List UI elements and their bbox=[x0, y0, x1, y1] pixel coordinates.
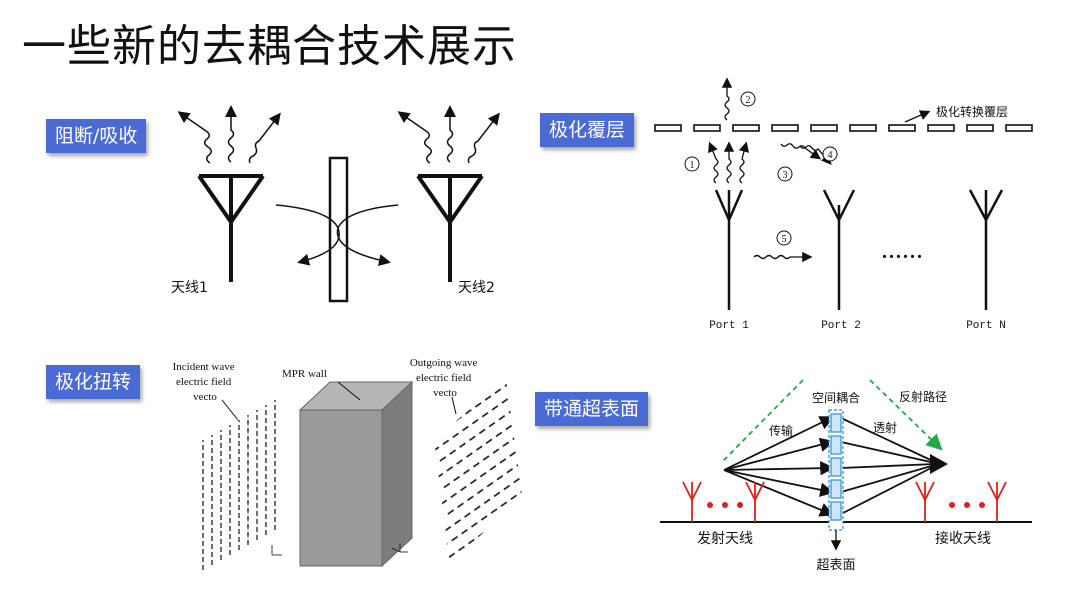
marker-5: 5 bbox=[782, 234, 787, 245]
antenna-1-waves bbox=[177, 105, 281, 164]
marker-2: 2 bbox=[746, 95, 751, 106]
mpr-wall-label: MPR wall bbox=[282, 368, 327, 380]
ellipsis: ...... bbox=[882, 241, 924, 263]
curved-arrow-right bbox=[336, 204, 399, 266]
conversion-layer-label: 极化转换覆层 bbox=[936, 104, 1008, 119]
badge-bandpass-metasurface: 带通超表面 bbox=[535, 392, 649, 426]
bandpass-metasurface-panel: 空间耦合 反射路径 传输 透射 超表面 bbox=[660, 379, 1032, 573]
marker-4: 4 bbox=[828, 150, 833, 161]
surface-label: 超表面 bbox=[816, 558, 855, 573]
axis-glyph-left bbox=[271, 545, 282, 556]
badge-polarization-cover: 极化覆层 bbox=[540, 113, 635, 147]
polarization-cover-panel: 极化转换覆层 2 1 3 4 bbox=[654, 77, 1033, 332]
incident-label: Incident wave electric field vecto bbox=[173, 361, 238, 403]
port-2-antenna bbox=[822, 189, 856, 310]
marker-1: 1 bbox=[690, 160, 695, 171]
transmission-rays bbox=[723, 416, 936, 517]
through-label: 透射 bbox=[873, 420, 897, 435]
outgoing-field-vectors bbox=[434, 378, 522, 565]
polarization-twist-panel: Incident wave electric field vecto MPR w… bbox=[173, 357, 522, 570]
antenna-2-label: 天线2 bbox=[458, 280, 495, 296]
tx-dots bbox=[707, 502, 743, 508]
rx-antenna-left bbox=[915, 481, 935, 522]
antenna-1-label: 天线1 bbox=[171, 280, 208, 296]
metasurface bbox=[828, 409, 844, 531]
port-2-label: Port 2 bbox=[821, 320, 861, 332]
reflect-label: 反射路径 bbox=[899, 389, 947, 404]
rx-dots bbox=[949, 502, 985, 508]
port-1-label: Port 1 bbox=[709, 320, 749, 332]
page-title: 一些新的去耦合技术展示 bbox=[22, 21, 517, 72]
antenna-2-waves bbox=[397, 105, 500, 164]
tx-antenna-left bbox=[682, 481, 702, 522]
block-absorb-panel: 天线1 天线2 bbox=[171, 105, 500, 303]
tx-antenna-right bbox=[745, 481, 765, 522]
port-1-antenna bbox=[714, 189, 744, 310]
rx-label: 接收天线 bbox=[935, 530, 991, 547]
antenna-2 bbox=[416, 174, 484, 282]
badge-block-absorb: 阻断/吸收 bbox=[46, 119, 147, 153]
mpr-wall bbox=[298, 380, 414, 568]
axis-glyph-right bbox=[391, 544, 408, 553]
tx-label: 发射天线 bbox=[697, 531, 753, 547]
transmit-label: 传输 bbox=[769, 423, 793, 438]
port-n-antenna bbox=[968, 189, 1004, 310]
marker-3: 3 bbox=[783, 170, 788, 181]
rx-antenna-right bbox=[987, 481, 1007, 522]
incident-field-vectors bbox=[202, 400, 276, 570]
receive-focus-arrow bbox=[930, 454, 948, 474]
coupling-label: 空间耦合 bbox=[812, 390, 860, 405]
outgoing-label: Outgoing wave electric field vecto bbox=[410, 357, 480, 399]
port-n-label: Port N bbox=[966, 320, 1006, 332]
badge-polarization-twist: 极化扭转 bbox=[46, 365, 141, 399]
conversion-layer bbox=[654, 124, 1033, 132]
green-arrow-right bbox=[869, 379, 943, 451]
green-arrow-left bbox=[721, 379, 804, 463]
antenna-1 bbox=[197, 174, 265, 282]
